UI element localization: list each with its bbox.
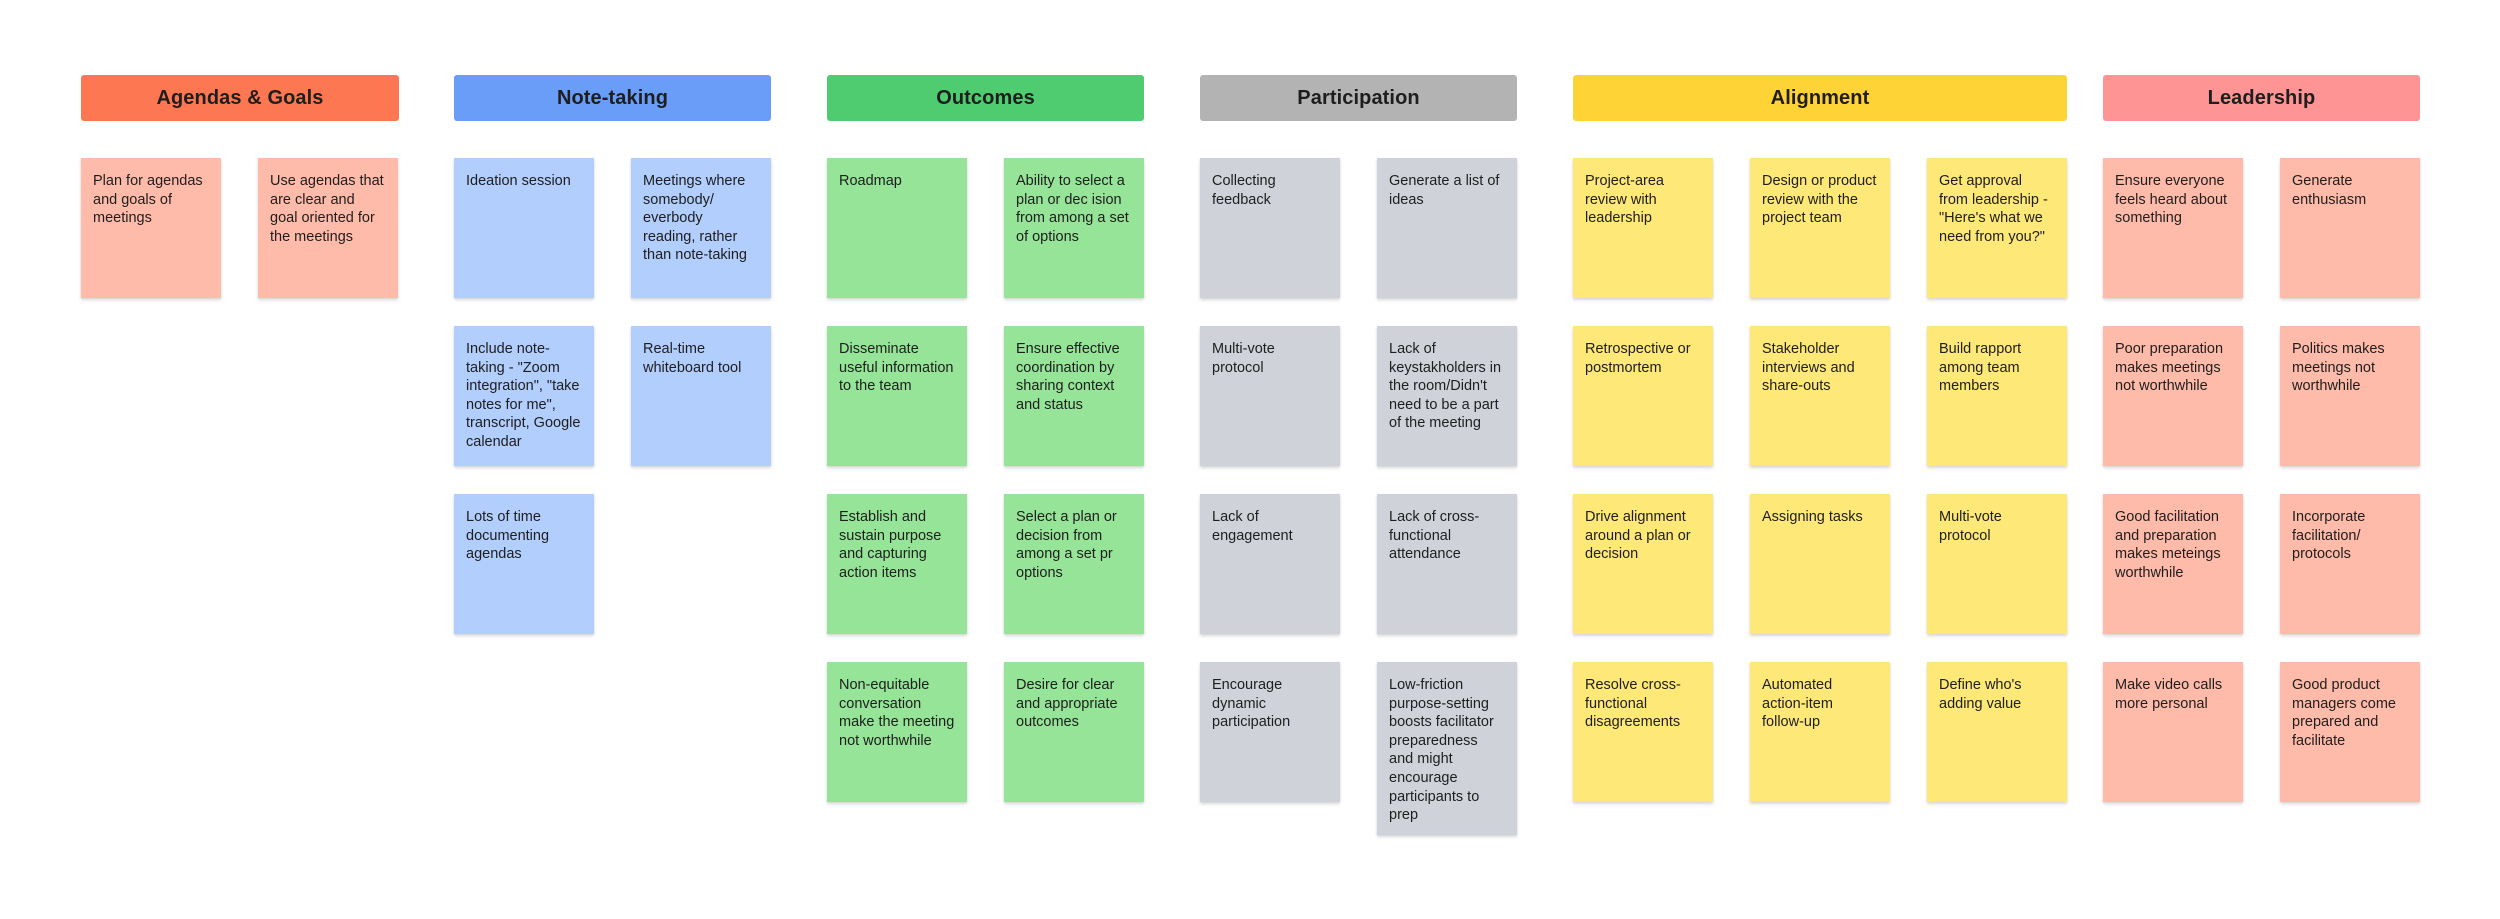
sticky-note-text: Lack of keystakholders in the room/Didn'… bbox=[1389, 341, 1502, 432]
sticky-note-text: Ensure effective coordination by sharing… bbox=[1016, 341, 1120, 413]
sticky-note[interactable]: Multi-vote protocol bbox=[1200, 326, 1340, 466]
column-header-outcomes[interactable]: Outcomes bbox=[827, 75, 1144, 121]
sticky-note[interactable]: Good facilitation and preparation makes … bbox=[2103, 494, 2243, 634]
sticky-note-text: Define who's adding value bbox=[1939, 677, 2022, 712]
sticky-note[interactable]: Project-area review with leadership bbox=[1573, 158, 1713, 298]
sticky-note-text: Good product managers come prepared and … bbox=[2292, 677, 2396, 749]
sticky-note[interactable]: Define who's adding value bbox=[1927, 662, 2067, 802]
sticky-note-text: Project-area review with leadership bbox=[1585, 173, 1664, 227]
sticky-note-text: Incorporate facilitation/ protocols bbox=[2292, 509, 2366, 563]
sticky-note-text: Ability to select a plan or dec ision fr… bbox=[1016, 173, 1129, 245]
sticky-note[interactable]: Good product managers come prepared and … bbox=[2280, 662, 2420, 802]
sticky-note[interactable]: Generate enthusiasm bbox=[2280, 158, 2420, 298]
sticky-note-text: Non-equitable conversation make the meet… bbox=[839, 677, 955, 749]
sticky-note-text: Lack of cross-functional attendance bbox=[1389, 509, 1480, 563]
sticky-note[interactable]: Encourage dynamic participation bbox=[1200, 662, 1340, 802]
sticky-note[interactable]: Resolve cross-functional disagreements bbox=[1573, 662, 1713, 802]
sticky-note[interactable]: Use agendas that are clear and goal orie… bbox=[258, 158, 398, 298]
sticky-note-text: Poor preparation makes meetings not wort… bbox=[2115, 341, 2224, 395]
sticky-note[interactable]: Stakeholder interviews and share-outs bbox=[1750, 326, 1890, 466]
sticky-note[interactable]: Real-time whiteboard tool bbox=[631, 326, 771, 466]
column-header-alignment[interactable]: Alignment bbox=[1573, 75, 2067, 121]
sticky-note-text: Roadmap bbox=[839, 173, 902, 189]
sticky-note[interactable]: Establish and sustain purpose and captur… bbox=[827, 494, 967, 634]
sticky-note-text: Lots of time documenting agendas bbox=[466, 509, 550, 563]
sticky-note[interactable]: Design or product review with the projec… bbox=[1750, 158, 1890, 298]
sticky-note-text: Ideation session bbox=[466, 173, 571, 189]
sticky-note[interactable]: Collecting feedback bbox=[1200, 158, 1340, 298]
sticky-note-text: Get approval from leadership - "Here's w… bbox=[1939, 173, 2048, 245]
sticky-note-text: Automated action-item follow-up bbox=[1762, 677, 1833, 731]
sticky-note[interactable]: Retrospective or postmortem bbox=[1573, 326, 1713, 466]
sticky-note[interactable]: Get approval from leadership - "Here's w… bbox=[1927, 158, 2067, 298]
sticky-note-text: Real-time whiteboard tool bbox=[643, 341, 742, 376]
sticky-note-text: Collecting feedback bbox=[1212, 173, 1276, 208]
sticky-note[interactable]: Lack of cross-functional attendance bbox=[1377, 494, 1517, 634]
sticky-note-text: Resolve cross-functional disagreements bbox=[1585, 677, 1681, 731]
sticky-note-text: Drive alignment around a plan or decisio… bbox=[1585, 509, 1691, 563]
sticky-note-text: Include note-taking - "Zoom integration"… bbox=[466, 341, 581, 450]
sticky-note[interactable]: Plan for agendas and goals of meetings bbox=[81, 158, 221, 298]
sticky-note-text: Retrospective or postmortem bbox=[1585, 341, 1691, 376]
column-header-leadership[interactable]: Leadership bbox=[2103, 75, 2420, 121]
sticky-note-text: Design or product review with the projec… bbox=[1762, 173, 1877, 227]
sticky-note-text: Desire for clear and appropriate outcome… bbox=[1016, 677, 1118, 731]
sticky-note-text: Select a plan or decision from among a s… bbox=[1016, 509, 1117, 581]
sticky-note-text: Politics makes meetings not worthwhile bbox=[2292, 341, 2385, 395]
sticky-note[interactable]: Assigning tasks bbox=[1750, 494, 1890, 634]
sticky-note-text: Disseminate useful information to the te… bbox=[839, 341, 954, 395]
sticky-note-text: Establish and sustain purpose and captur… bbox=[839, 509, 942, 581]
sticky-note[interactable]: Make video calls more personal bbox=[2103, 662, 2243, 802]
sticky-note[interactable]: Build rapport among team members bbox=[1927, 326, 2067, 466]
sticky-note[interactable]: Lots of time documenting agendas bbox=[454, 494, 594, 634]
sticky-note[interactable]: Lack of engagement bbox=[1200, 494, 1340, 634]
sticky-note[interactable]: Incorporate facilitation/ protocols bbox=[2280, 494, 2420, 634]
sticky-note-text: Encourage dynamic participation bbox=[1212, 677, 1291, 731]
sticky-note-text: Use agendas that are clear and goal orie… bbox=[270, 173, 384, 245]
sticky-note-text: Good facilitation and preparation makes … bbox=[2115, 509, 2221, 581]
sticky-note[interactable]: Include note-taking - "Zoom integration"… bbox=[454, 326, 594, 466]
sticky-note[interactable]: Roadmap bbox=[827, 158, 967, 298]
sticky-note-text: Multi-vote protocol bbox=[1212, 341, 1275, 376]
column-header-note-taking[interactable]: Note-taking bbox=[454, 75, 771, 121]
sticky-note[interactable]: Automated action-item follow-up bbox=[1750, 662, 1890, 802]
sticky-note[interactable]: Ideation session bbox=[454, 158, 594, 298]
sticky-note[interactable]: Ensure everyone feels heard about someth… bbox=[2103, 158, 2243, 298]
sticky-note[interactable]: Poor preparation makes meetings not wort… bbox=[2103, 326, 2243, 466]
sticky-note-text: Generate a list of ideas bbox=[1389, 173, 1500, 208]
sticky-note[interactable]: Non-equitable conversation make the meet… bbox=[827, 662, 967, 802]
sticky-note-text: Assigning tasks bbox=[1762, 509, 1863, 525]
sticky-note-text: Plan for agendas and goals of meetings bbox=[93, 173, 203, 227]
sticky-note-text: Make video calls more personal bbox=[2115, 677, 2223, 712]
sticky-note-text: Stakeholder interviews and share-outs bbox=[1762, 341, 1855, 395]
sticky-note-text: Generate enthusiasm bbox=[2292, 173, 2367, 208]
sticky-note[interactable]: Desire for clear and appropriate outcome… bbox=[1004, 662, 1144, 802]
sticky-note-text: Ensure everyone feels heard about someth… bbox=[2115, 173, 2228, 227]
sticky-note[interactable]: Ensure effective coordination by sharing… bbox=[1004, 326, 1144, 466]
sticky-note[interactable]: Multi-vote protocol bbox=[1927, 494, 2067, 634]
sticky-note[interactable]: Lack of keystakholders in the room/Didn'… bbox=[1377, 326, 1517, 466]
column-header-agendas-goals[interactable]: Agendas & Goals bbox=[81, 75, 399, 121]
sticky-note[interactable]: Meetings where somebody/ everbody readin… bbox=[631, 158, 771, 298]
sticky-note-text: Meetings where somebody/ everbody readin… bbox=[643, 173, 747, 264]
sticky-note[interactable]: Politics makes meetings not worthwhile bbox=[2280, 326, 2420, 466]
sticky-note-text: Multi-vote protocol bbox=[1939, 509, 2002, 544]
sticky-note-text: Build rapport among team members bbox=[1939, 341, 2022, 395]
sticky-note[interactable]: Drive alignment around a plan or decisio… bbox=[1573, 494, 1713, 634]
sticky-note[interactable]: Ability to select a plan or dec ision fr… bbox=[1004, 158, 1144, 298]
sticky-note-text: Low-friction purpose-setting boosts faci… bbox=[1389, 677, 1494, 824]
sticky-note-text: Lack of engagement bbox=[1212, 509, 1293, 544]
sticky-note[interactable]: Disseminate useful information to the te… bbox=[827, 326, 967, 466]
sticky-note[interactable]: Generate a list of ideas bbox=[1377, 158, 1517, 298]
sticky-note[interactable]: Low-friction purpose-setting boosts faci… bbox=[1377, 662, 1517, 835]
column-header-participation[interactable]: Participation bbox=[1200, 75, 1517, 121]
sticky-note[interactable]: Select a plan or decision from among a s… bbox=[1004, 494, 1144, 634]
